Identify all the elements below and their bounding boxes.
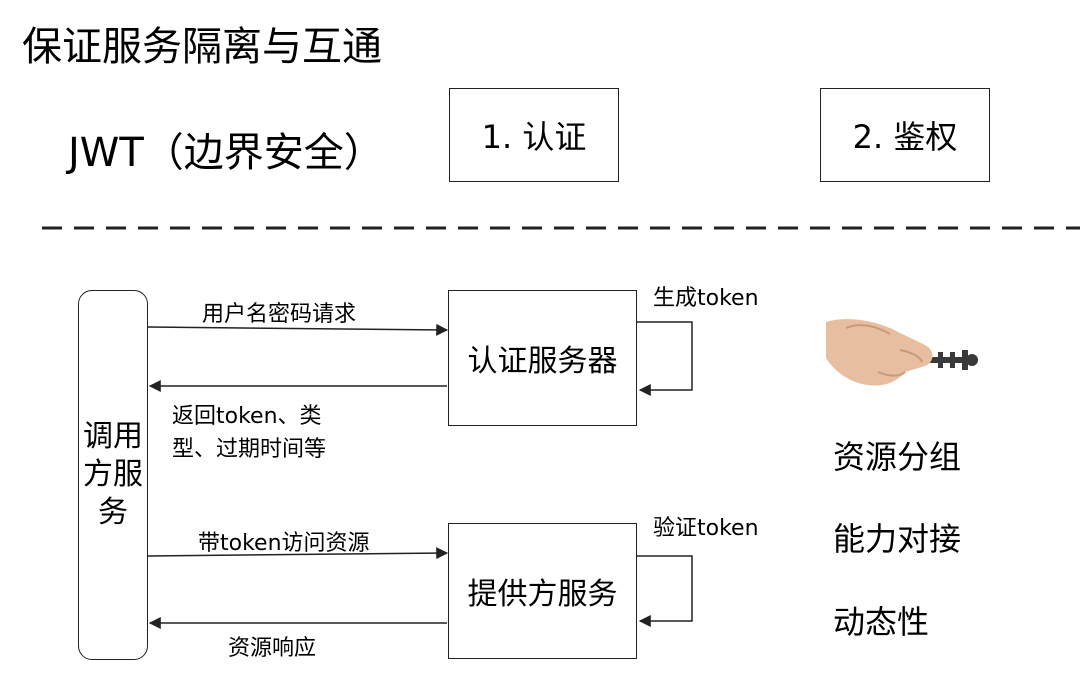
auth-server-box: 认证服务器 xyxy=(448,290,637,426)
label-generate-token: 生成token xyxy=(653,286,759,311)
jwt-heading: JWT（边界安全） xyxy=(68,130,384,176)
feature-dynamicity: 动态性 xyxy=(833,603,930,641)
label-resource-response: 资源响应 xyxy=(228,636,317,661)
page-title: 保证服务隔离与互通 xyxy=(22,24,382,70)
caller-service-line-1: 调用 xyxy=(83,419,143,454)
loop-generate-token xyxy=(637,321,693,396)
label-user-pass-request: 用户名密码请求 xyxy=(202,302,357,327)
label-return-token-1: 返回token、类 xyxy=(172,404,322,429)
caller-service-box: 调用 方服 务 xyxy=(78,290,148,660)
label-verify-token: 验证token xyxy=(653,516,759,541)
caller-service-line-3: 务 xyxy=(98,495,128,530)
feature-capability-integration: 能力对接 xyxy=(833,520,962,558)
auth-server-label: 认证服务器 xyxy=(467,344,618,379)
step-authentication-label: 1. 认证 xyxy=(481,118,587,156)
loop-verify-token xyxy=(637,555,693,627)
label-return-token-2: 型、过期时间等 xyxy=(172,437,327,462)
label-access-resource: 带token访问资源 xyxy=(198,531,370,556)
feature-resource-grouping: 资源分组 xyxy=(833,438,962,476)
arrow-user-pass-request xyxy=(147,323,449,336)
provider-service-label: 提供方服务 xyxy=(467,577,618,612)
step-authorization-box: 2. 鉴权 xyxy=(820,88,990,182)
provider-service-box: 提供方服务 xyxy=(448,523,637,659)
step-authentication-box: 1. 认证 xyxy=(449,88,619,182)
arrow-access-resource xyxy=(147,547,449,560)
caller-service-line-2: 方服 xyxy=(83,457,143,492)
step-authorization-label: 2. 鉴权 xyxy=(852,118,958,156)
